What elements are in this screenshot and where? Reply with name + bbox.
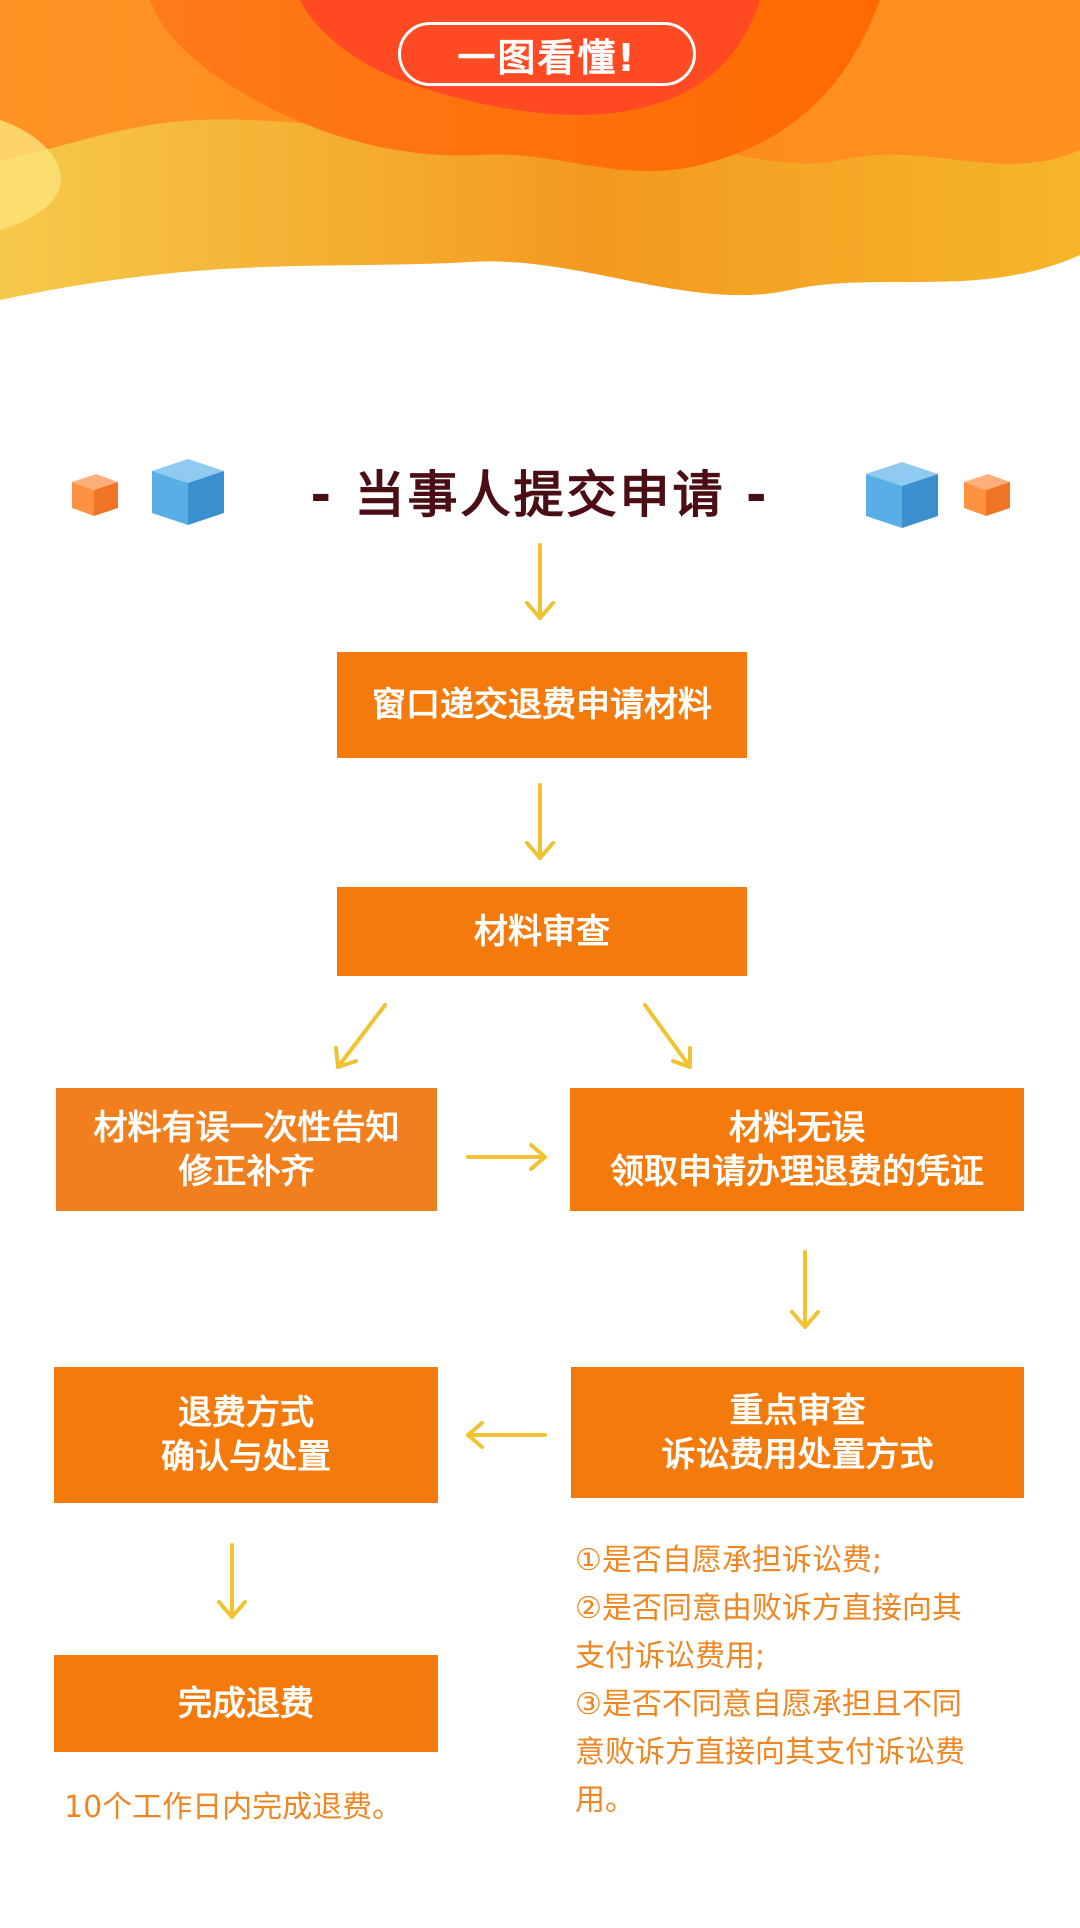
step-error-line1: 材料有误一次性告知	[93, 1107, 400, 1148]
step-material-review: 材料审查	[337, 887, 747, 976]
step-ok-line1: 材料无误	[729, 1107, 865, 1148]
page-title: - 当事人提交申请 -	[310, 466, 770, 524]
note-focus-line: ①是否自愿承担诉讼费;	[575, 1543, 883, 1578]
step-error-line2: 修正补齐	[178, 1151, 315, 1192]
step-focus-line1: 重点审查	[729, 1390, 866, 1431]
arrow-down-left-icon	[334, 1003, 387, 1069]
orange-cube-icon	[964, 474, 1010, 516]
arrow-down-icon	[790, 1250, 820, 1329]
note-focus-line: ③是否不同意自愿承担且不同	[575, 1687, 962, 1722]
header-badge: 一图看懂!	[398, 22, 696, 86]
note-focus-criteria: ①是否自愿承担诉讼费; ②是否同意由败诉方直接向其 支付诉讼费用; ③是否不同意…	[575, 1537, 1035, 1825]
step-done-label: 完成退费	[178, 1683, 314, 1724]
step-method-line2: 确认与处置	[161, 1437, 331, 1477]
step-refund-method: 退费方式 确认与处置	[54, 1367, 438, 1503]
step-ok-line2: 领取申请办理退费的凭证	[610, 1151, 984, 1192]
note-focus-line: 意败诉方直接向其支付诉讼费	[575, 1735, 965, 1770]
step-method-line1: 退费方式	[178, 1393, 314, 1433]
step-review-label: 材料审查	[474, 911, 610, 952]
step-submit-label: 窗口递交退费申请材料	[372, 685, 712, 725]
header-banner	[0, 0, 1080, 340]
step-focus-review: 重点审查 诉讼费用处置方式	[571, 1367, 1024, 1498]
note-refund-deadline: 10个工作日内完成退费。	[64, 1784, 402, 1832]
arrow-down-icon	[525, 783, 555, 860]
note-focus-line: 支付诉讼费用;	[575, 1639, 766, 1674]
orange-cube-icon	[72, 474, 118, 516]
arrow-left-icon	[466, 1421, 547, 1449]
note-focus-line: ②是否同意由败诉方直接向其	[575, 1591, 962, 1626]
arrow-down-icon	[525, 543, 555, 620]
arrow-right-icon	[466, 1143, 547, 1171]
blue-cube-icon	[152, 459, 224, 525]
step-material-error: 材料有误一次性告知 修正补齐	[56, 1088, 437, 1211]
step-refund-complete: 完成退费	[54, 1655, 438, 1752]
arrow-down-right-icon	[643, 1003, 692, 1069]
note-done-text: 10个工作日内完成退费。	[64, 1790, 403, 1825]
note-focus-line: 用。	[575, 1783, 635, 1818]
step-submit-materials: 窗口递交退费申请材料	[337, 652, 747, 758]
blue-cube-icon	[866, 462, 938, 528]
step-material-ok: 材料无误 领取申请办理退费的凭证	[570, 1088, 1024, 1211]
step-focus-line2: 诉讼费用处置方式	[661, 1434, 934, 1475]
arrow-down-icon	[217, 1543, 247, 1619]
